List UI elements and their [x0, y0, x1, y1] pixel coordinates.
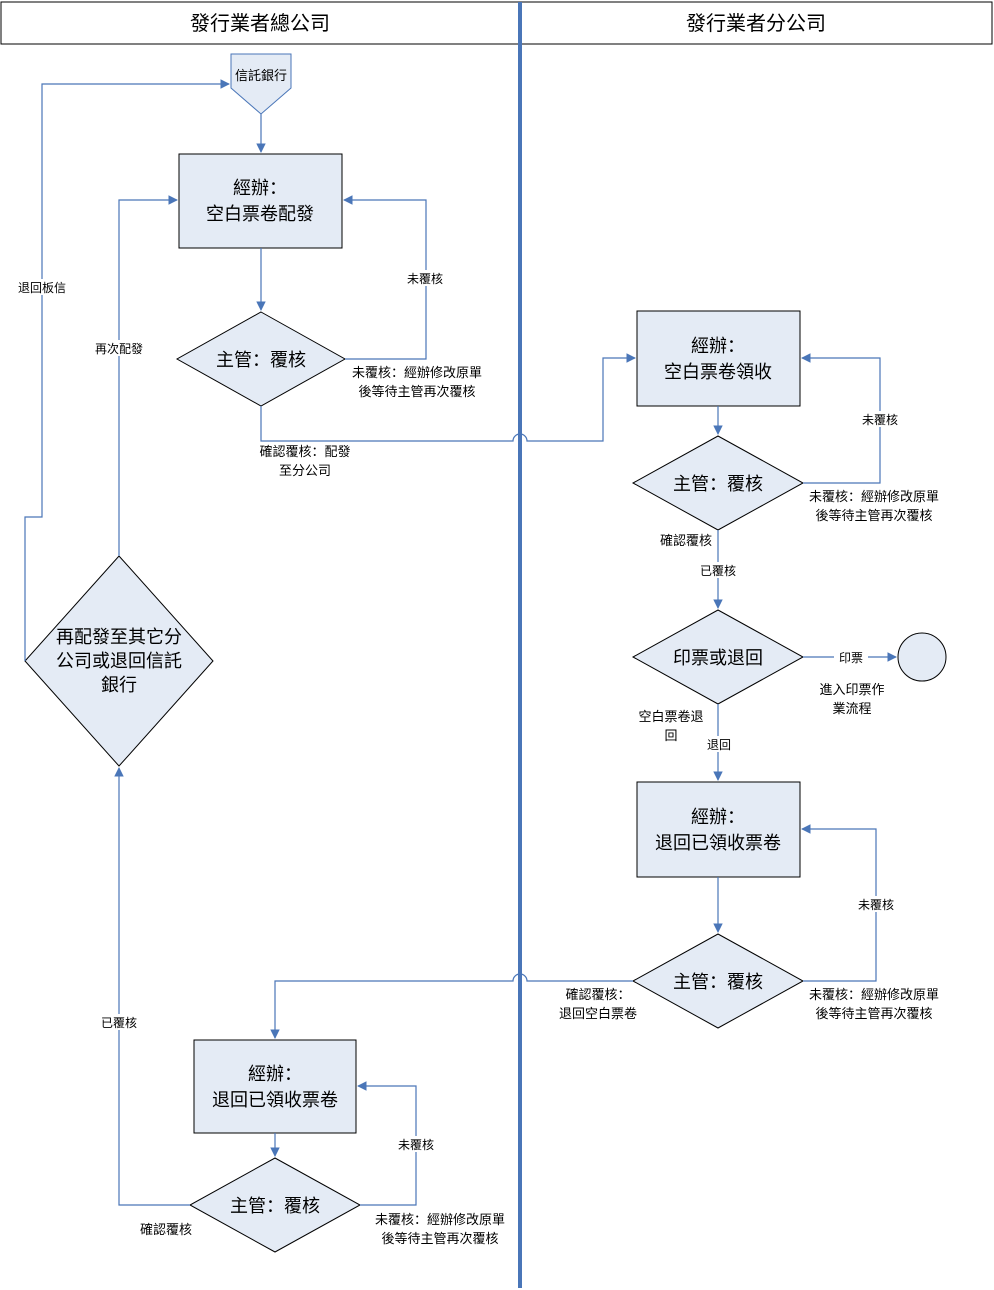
branch-return-note-1: 空白票卷退	[638, 709, 703, 725]
branch-receive-box	[636, 310, 801, 407]
branch-review1-not-note-1: 未覆核：經辦修改原單	[809, 490, 939, 505]
hq-review2-not-note-1: 未覆核：經辦修改原單	[375, 1213, 505, 1228]
branch-review1-not-note-2: 後等待主管再次覆核	[815, 508, 932, 524]
hq-review2-label: 主管：覆核	[230, 1196, 320, 1217]
hq-redistribute-line1: 再配發至其它分	[56, 627, 182, 648]
branch-review1-confirm-label: 確認覆核	[660, 533, 712, 549]
hq-review1-not-label: 未覆核	[407, 272, 443, 286]
branch-return-line2: 退回已領收票卷	[655, 833, 781, 854]
branch-return-label: 退回	[707, 738, 731, 752]
branch-reviewed-label: 已覆核	[700, 564, 736, 578]
hq-distribute-line2: 空白票卷配發	[206, 204, 314, 225]
branch-review1-not-label: 未覆核	[862, 413, 898, 427]
branch-return-box	[636, 781, 801, 878]
hq-review1-not-note-1: 未覆核：經辦修改原單	[352, 366, 482, 381]
branch-review2-not-label: 未覆核	[858, 898, 894, 912]
hq-redistribute-label: 再次配發	[95, 341, 143, 356]
hq-review1-label: 主管：覆核	[216, 350, 306, 371]
branch-print-decision: 印票或退回	[673, 648, 763, 669]
hq-reviewed-label: 已覆核	[101, 1016, 137, 1030]
lane-title-hq: 發行業者總公司	[190, 11, 330, 35]
trust-bank-label: 信託銀行	[235, 68, 287, 84]
hq-review2-confirm-label: 確認覆核	[140, 1222, 192, 1238]
hq-review2-not-label: 未覆核	[398, 1138, 434, 1152]
trust-bank-connector	[230, 53, 292, 115]
branch-print-label: 印票	[839, 651, 863, 665]
branch-review2-confirm-note-2: 退回空白票卷	[559, 1006, 637, 1022]
hq-review2-diamond	[188, 1157, 362, 1253]
hq-distribute-box	[178, 153, 343, 249]
lane-title-branch: 發行業者分公司	[686, 11, 826, 35]
branch-print-note-2: 業流程	[832, 701, 871, 717]
branch-review2-confirm-note-1: 確認覆核：	[565, 987, 630, 1003]
branch-receive-line2: 空白票卷領收	[664, 362, 772, 383]
hq-review1-not-note-2: 後等待主管再次覆核	[358, 384, 475, 400]
hq-distribute-line1: 經辦：	[233, 178, 287, 199]
hq-return-bank-label: 退回板信	[18, 281, 66, 295]
lane-header-hq	[0, 1, 521, 45]
branch-review2-diamond	[631, 933, 805, 1029]
branch-review1-label: 主管：覆核	[673, 474, 763, 495]
branch-print-note-1: 進入印票作	[819, 683, 884, 698]
branch-review2-not-note-1: 未覆核：經辦修改原單	[809, 988, 939, 1003]
lane-header-branch	[519, 1, 993, 45]
hq-redistribute-line3: 銀行	[101, 675, 137, 696]
hq-return-box	[193, 1039, 357, 1134]
branch-return-note-2: 回	[664, 729, 677, 744]
branch-review2-not-note-2: 後等待主管再次覆核	[815, 1006, 932, 1022]
hq-review2-not-note-2: 後等待主管再次覆核	[381, 1231, 498, 1247]
branch-review2-label: 主管：覆核	[673, 972, 763, 993]
hq-return-line1: 經辦：	[248, 1064, 302, 1085]
hq-redistribute-line2: 公司或退回信託	[56, 651, 182, 672]
hq-review1-confirm-note-2: 至分公司	[279, 464, 331, 479]
hq-review1-confirm-note-1: 確認覆核：配發	[259, 444, 350, 460]
print-process-terminal	[897, 632, 947, 682]
branch-receive-line1: 經辦：	[691, 336, 745, 357]
hq-return-line2: 退回已領收票卷	[212, 1090, 338, 1111]
hq-redistribute-diamond	[24, 555, 214, 767]
branch-return-line1: 經辦：	[691, 807, 745, 828]
